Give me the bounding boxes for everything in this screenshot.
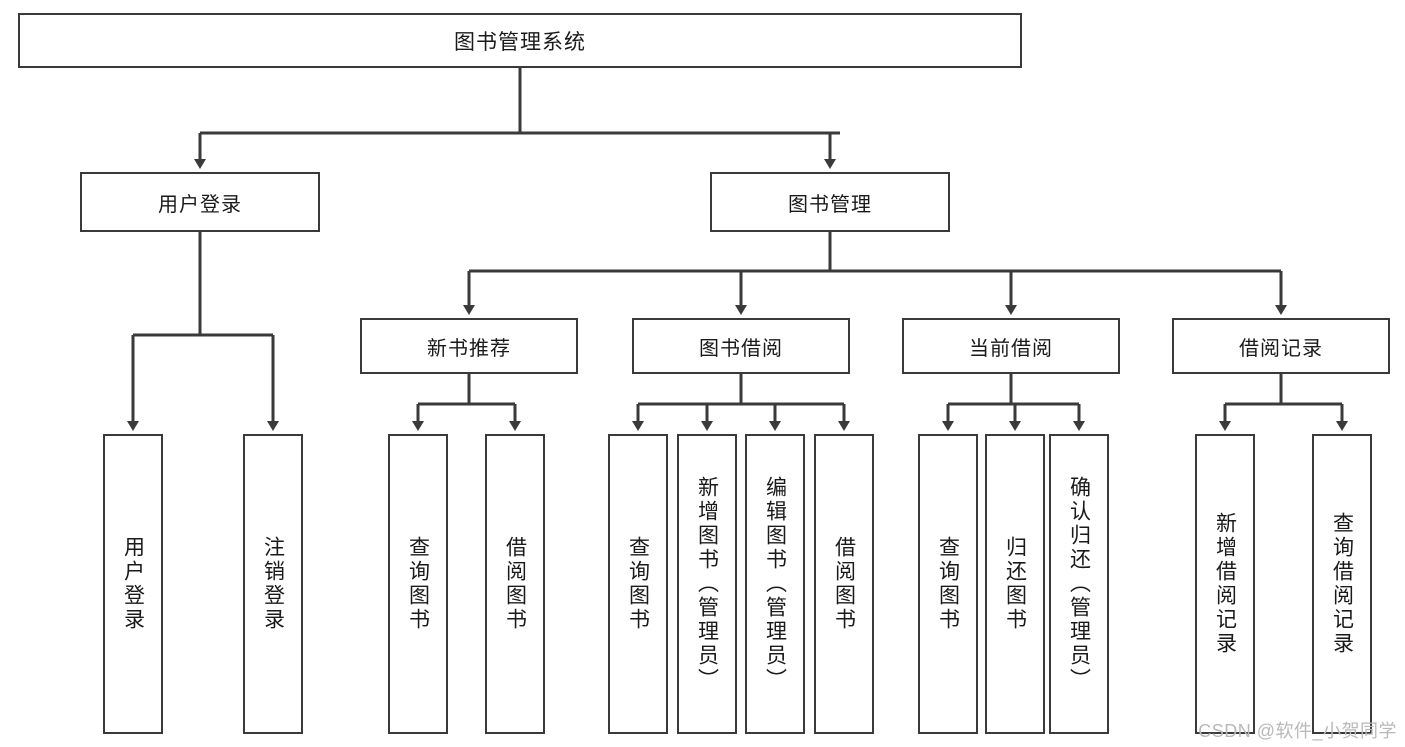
leaf-record-query-record-label: 查询借阅记录 [1330, 512, 1354, 656]
leaf-borrow-add-book-admin[interactable]: 新增图书（管理员） [677, 434, 737, 734]
node-book-borrow[interactable]: 图书借阅 [632, 318, 850, 374]
node-borrow-record-label: 借阅记录 [1239, 337, 1323, 360]
node-book-management-label: 图书管理 [788, 193, 872, 216]
node-user-login-label: 用户登录 [158, 193, 242, 216]
leaf-user-login-logout[interactable]: 注销登录 [243, 434, 303, 734]
leaf-current-return-book-label: 归还图书 [1003, 536, 1027, 632]
csdn-watermark: CSDN @软件_小贺同学 [1198, 721, 1397, 741]
leaf-record-query-record[interactable]: 查询借阅记录 [1312, 434, 1372, 734]
leaf-current-query-book-label: 查询图书 [936, 536, 960, 632]
leaf-recommend-borrow-book-label: 借阅图书 [503, 536, 527, 632]
leaf-recommend-query-book-label: 查询图书 [406, 536, 430, 632]
leaf-current-confirm-return-admin-label: 确认归还（管理员） [1067, 476, 1091, 692]
node-borrow-record[interactable]: 借阅记录 [1172, 318, 1390, 374]
leaf-borrow-query-book[interactable]: 查询图书 [608, 434, 668, 734]
node-book-borrow-label: 图书借阅 [699, 337, 783, 360]
leaf-record-add-record-label: 新增借阅记录 [1213, 512, 1237, 656]
node-root-label: 图书管理系统 [454, 30, 586, 54]
node-book-management[interactable]: 图书管理 [710, 172, 950, 232]
leaf-borrow-borrow-book[interactable]: 借阅图书 [814, 434, 874, 734]
leaf-record-add-record[interactable]: 新增借阅记录 [1195, 434, 1255, 734]
leaf-current-query-book[interactable]: 查询图书 [918, 434, 978, 734]
leaf-user-login-logout-label: 注销登录 [261, 536, 285, 632]
leaf-borrow-add-book-admin-label: 新增图书（管理员） [695, 476, 719, 692]
leaf-recommend-borrow-book[interactable]: 借阅图书 [485, 434, 545, 734]
node-root-book-management-system[interactable]: 图书管理系统 [18, 13, 1022, 68]
leaf-borrow-edit-book-admin-label: 编辑图书（管理员） [763, 476, 787, 692]
leaf-current-confirm-return-admin[interactable]: 确认归还（管理员） [1049, 434, 1109, 734]
leaf-borrow-borrow-book-label: 借阅图书 [832, 536, 856, 632]
leaf-borrow-edit-book-admin[interactable]: 编辑图书（管理员） [745, 434, 805, 734]
node-new-book-recommend-label: 新书推荐 [427, 337, 511, 360]
leaf-recommend-query-book[interactable]: 查询图书 [388, 434, 448, 734]
node-current-borrow-label: 当前借阅 [969, 337, 1053, 360]
node-new-book-recommend[interactable]: 新书推荐 [360, 318, 578, 374]
leaf-user-login-login[interactable]: 用户登录 [103, 434, 163, 734]
leaf-current-return-book[interactable]: 归还图书 [985, 434, 1045, 734]
leaf-user-login-login-label: 用户登录 [121, 536, 145, 632]
leaf-borrow-query-book-label: 查询图书 [626, 536, 650, 632]
node-current-borrow[interactable]: 当前借阅 [902, 318, 1120, 374]
node-user-login[interactable]: 用户登录 [80, 172, 320, 232]
